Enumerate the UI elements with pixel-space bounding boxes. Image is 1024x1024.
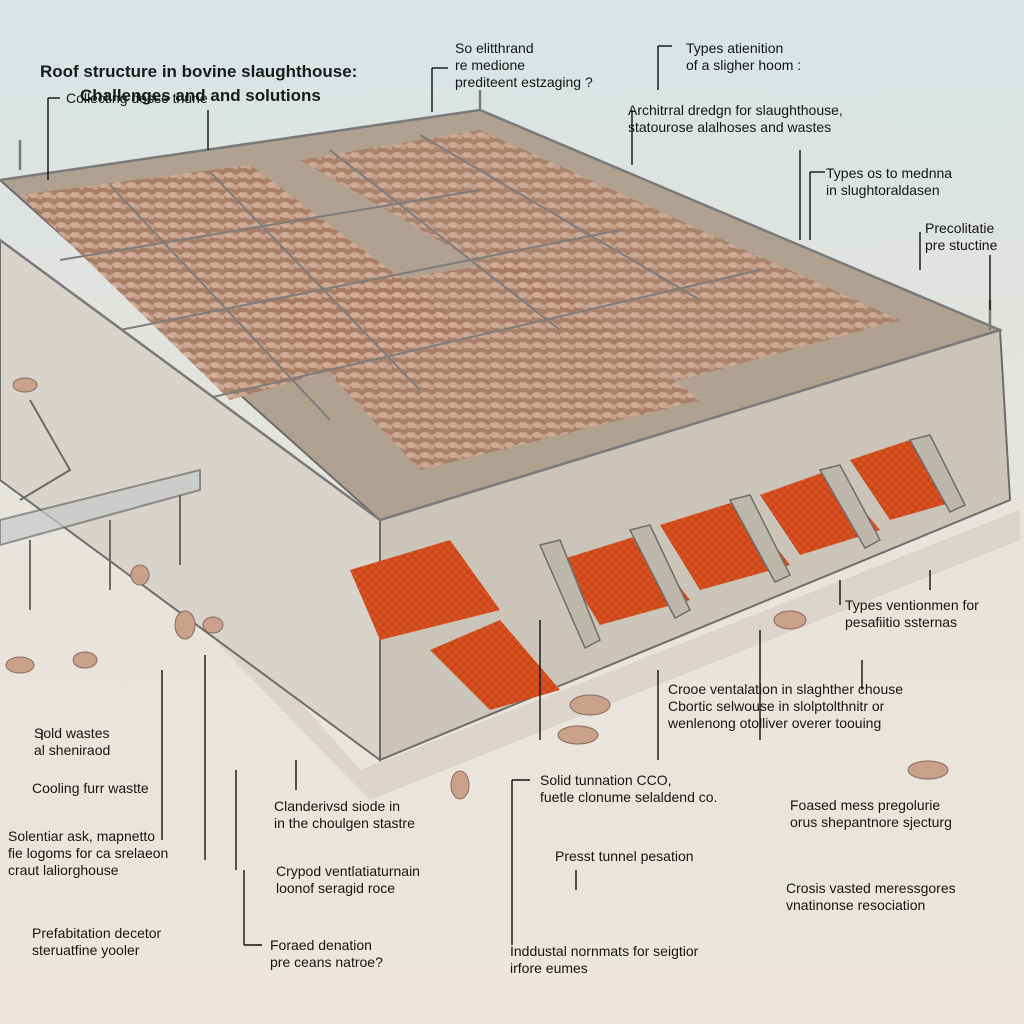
- label-architectural: Architrral dredgn for slaughthouse, stat…: [628, 102, 843, 135]
- label-solid-wastes: Sold wastes al sheniraod: [34, 725, 111, 758]
- label-types-ventilation: Types ventionmen for pesafiitio ssternas: [845, 597, 979, 630]
- processing-bays: [350, 440, 960, 710]
- label-cross-wasted: Crosis vasted meressgores vnatinonse res…: [786, 880, 956, 913]
- label-prefabricated-design: Prefabitation decetor steruatfine yooler: [32, 925, 162, 958]
- title-line-2: Challenges and and solutions: [80, 86, 321, 105]
- label-press-tunnel: Presst tunnel pesation: [555, 848, 694, 864]
- diagram-title: Roof structure in bovine slaughthouse: C…: [40, 36, 357, 132]
- label-solid-tunnel: Solid tunnation CCO, fuetle clonume sela…: [540, 772, 718, 805]
- label-forced-mass: Foased mess pregolurie orus shepantnore …: [790, 797, 952, 830]
- label-solar-mapping: Solentiar ask, mapnetto fie logoms for c…: [8, 828, 169, 878]
- label-prefabricated: Precolitatie pre stuctine: [925, 220, 998, 253]
- animals-on-ground: [5, 377, 949, 800]
- label-cooling-design: Collecting desse thune: [66, 90, 208, 106]
- label-types-definition: Types atienition of a sligher hoom :: [686, 40, 802, 73]
- roof-rail-frame: [0, 90, 1001, 522]
- animal-pens-east: [300, 130, 900, 380]
- label-crypod-ventilation: Crypod ventlatiaturnain loonof seragid r…: [276, 863, 420, 896]
- animal-pens-center: [260, 260, 700, 470]
- label-types-machines: Types os to mednna in slughtoraldasen: [826, 165, 953, 198]
- walkway-canopy: [0, 399, 201, 610]
- label-cooling-waste: Cooling furr wastte: [32, 780, 149, 796]
- title-line-1: Roof structure in bovine slaughthouse:: [40, 62, 358, 81]
- label-cross-ventilation: Crooe ventalation in slaghther chouse Cb…: [668, 681, 904, 731]
- leader-lines: [41, 45, 991, 946]
- bay-dividers: [538, 434, 967, 650]
- building-shadow: [0, 360, 1020, 800]
- label-scientific: So elitthrand re medione prediteent estz…: [455, 40, 593, 90]
- label-clandestine-slide: Clanderivsd siode in in the choulgen sta…: [274, 798, 415, 831]
- label-forced-ventilation: Foraed denation pre ceans natroe?: [270, 937, 383, 970]
- label-industrial-norms: Inddustal nornmats for seigtior irfore e…: [510, 943, 699, 976]
- pen-partitions: [59, 134, 761, 421]
